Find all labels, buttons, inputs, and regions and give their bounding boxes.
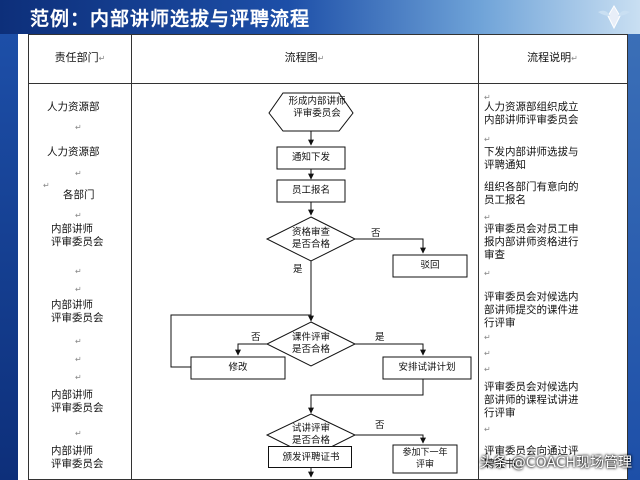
return-mark: ↵ — [75, 211, 82, 220]
flow-notify-node — [276, 146, 346, 170]
flow-modify-node — [190, 356, 286, 380]
desc-text: 评审委员会对候选内 部讲师的课程试讲进 行评审 — [484, 381, 579, 419]
flow-issue-label: 颁发评聘证书 — [282, 452, 340, 463]
column-header-flow: 流程图↵ — [284, 51, 325, 64]
return-mark: ↵ — [75, 267, 82, 276]
flow-start-node — [268, 92, 354, 132]
column-divider — [131, 35, 132, 479]
column-header-desc: 流程说明↵ — [527, 51, 578, 64]
emblem-icon — [598, 5, 630, 30]
desc-text: 评审委员会对候选内 部讲师提交的课件进 行评审 — [484, 291, 579, 329]
process-table: 责任部门↵ 流程图↵ 流程说明↵ 人力资源部 人力资源部 各部门 内部讲师 评审… — [28, 34, 628, 480]
desc-text: 下发内部讲师选拔与 评聘通知 — [484, 146, 579, 171]
flow-next-year-node — [392, 444, 458, 474]
flow-no-label: 否 — [371, 228, 381, 239]
flow-trial-label: 试讲评审 是否合格 — [291, 423, 330, 446]
flow-arrange-node — [382, 356, 472, 380]
flow-issue-node: 颁发评聘证书 — [268, 446, 352, 468]
return-mark: ↵ — [484, 365, 491, 374]
dept-text: 内部讲师 评审委员会 — [51, 445, 104, 470]
return-mark: ↵ — [43, 181, 50, 190]
dept-text: 内部讲师 评审委员会 — [51, 389, 104, 414]
column-divider — [478, 35, 479, 479]
return-mark: ↵ — [75, 285, 82, 294]
return-mark: ↵ — [484, 213, 491, 222]
dept-text: 各部门 — [63, 189, 95, 201]
flow-signup-node — [276, 179, 346, 203]
return-mark: ↵ — [75, 373, 82, 382]
desc-text: 评审委员会对员工申 报内部讲师资格进行 审查 — [484, 223, 579, 261]
dept-text: 人力资源部 — [47, 146, 100, 158]
dept-text: 内部讲师 评审委员会 — [51, 299, 104, 324]
desc-text: 评审委员会向通过评 聘证书 — [484, 445, 579, 470]
table-header-row — [29, 35, 627, 84]
flow-qualification-label: 资格审查 是否合格 — [291, 227, 330, 250]
return-mark: ↵ — [75, 355, 82, 364]
flow-no-label: 否 — [251, 332, 261, 343]
return-mark: ↵ — [75, 123, 82, 132]
return-mark: ↵ — [484, 93, 491, 102]
flow-courseware-label: 课件评审 是否合格 — [291, 332, 330, 355]
flow-signup-label: 员工报名 — [291, 185, 330, 196]
desc-text: 人力资源部组织成立 内部讲师评审委员会 — [484, 101, 579, 126]
flow-notify-label: 通知下发 — [291, 152, 330, 163]
dept-text: 人力资源部 — [47, 101, 100, 113]
return-mark: ↵ — [75, 337, 82, 346]
desc-text: 组织各部门有意向的 员工报名 — [484, 181, 579, 206]
page-title: 范例：内部讲师选拔与评聘流程 — [30, 8, 311, 30]
flow-arrange-label: 安排试讲计划 — [398, 362, 456, 373]
flowchart — [170, 92, 472, 478]
flow-reject-label: 驳回 — [420, 260, 440, 271]
flow-next-year-label: 参加下一年 评审 — [402, 448, 448, 470]
title-bar: 范例：内部讲师选拔与评聘流程 — [0, 0, 640, 34]
return-mark: ↵ — [75, 169, 82, 178]
flow-yes-label: 是 — [293, 264, 303, 275]
return-mark: ↵ — [484, 425, 491, 434]
return-mark: ↵ — [75, 429, 82, 438]
flow-reject-node — [392, 254, 468, 278]
return-mark: ↵ — [484, 135, 491, 144]
watermark: 头条 @COACH现场管理 — [479, 455, 632, 471]
column-header-dept: 责任部门↵ — [54, 51, 106, 64]
flow-modify-label: 修改 — [228, 362, 248, 373]
return-mark: ↵ — [484, 333, 491, 342]
dept-text: 内部讲师 评审委员会 — [51, 223, 104, 248]
return-mark: ↵ — [484, 269, 491, 278]
left-decor-bar — [0, 34, 18, 480]
flow-courseware-check — [265, 321, 357, 367]
flow-qualification-check — [265, 216, 357, 262]
flow-yes-label: 是 — [375, 332, 385, 343]
flow-start-label: 形成内部讲师 评审委员会 — [288, 96, 346, 119]
right-decor-bar — [626, 34, 640, 480]
flow-no-label: 否 — [375, 420, 385, 431]
return-mark: ↵ — [484, 349, 491, 358]
